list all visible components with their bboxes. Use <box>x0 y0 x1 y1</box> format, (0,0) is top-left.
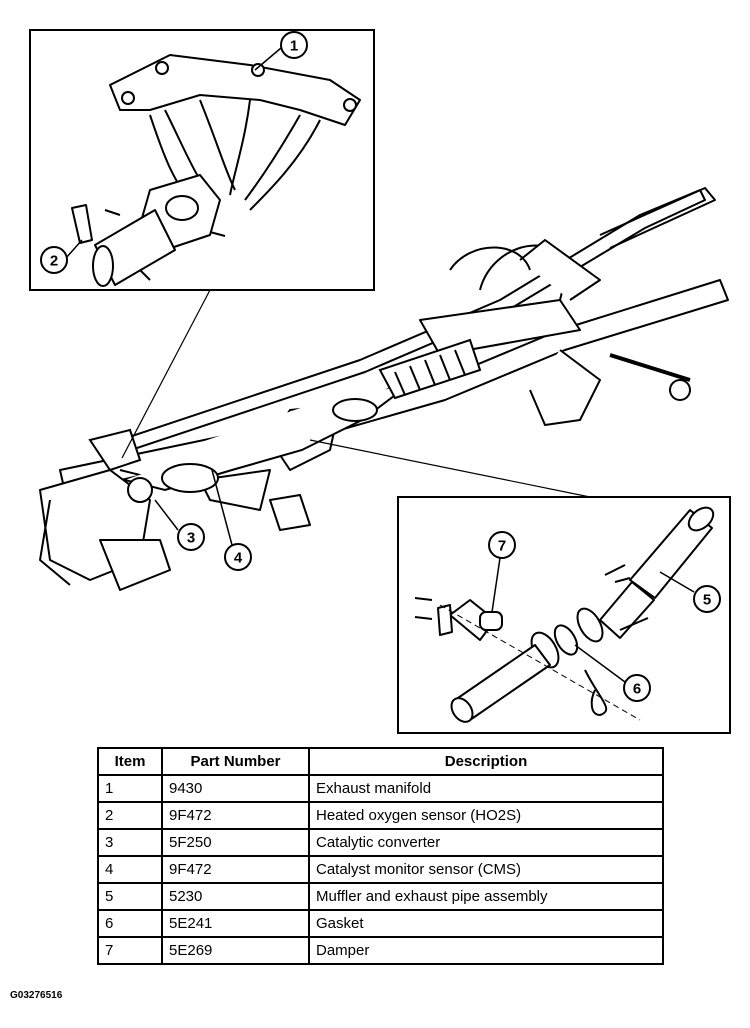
cell-part-number: 5F250 <box>161 828 310 857</box>
table-row: 5 5230 Muffler and exhaust pipe assembly <box>97 882 664 911</box>
cell-item: 7 <box>97 936 163 965</box>
table-row: 3 5F250 Catalytic converter <box>97 828 664 857</box>
figure-code: G03276516 <box>10 990 63 1001</box>
cell-part-number: 5230 <box>161 882 310 911</box>
inset-manifold: 1 2 <box>29 29 375 291</box>
callout-2: 2 <box>40 246 68 274</box>
cell-description: Heated oxygen sensor (HO2S) <box>308 801 664 830</box>
cell-item: 6 <box>97 909 163 938</box>
cell-part-number: 9F472 <box>161 801 310 830</box>
header-part-number: Part Number <box>161 747 310 776</box>
svg-text:4: 4 <box>234 550 243 567</box>
cell-part-number: 5E241 <box>161 909 310 938</box>
svg-text:5: 5 <box>703 592 711 609</box>
cell-description: Gasket <box>308 909 664 938</box>
callout-7: 7 <box>488 531 516 559</box>
callout-6: 6 <box>623 674 651 702</box>
table-row: 2 9F472 Heated oxygen sensor (HO2S) <box>97 801 664 830</box>
cell-description: Catalytic converter <box>308 828 664 857</box>
leader-inset-manifold <box>121 289 211 459</box>
table-row: 6 5E241 Gasket <box>97 909 664 938</box>
svg-text:6: 6 <box>633 681 641 698</box>
exhaust-pipe-in-vehicle <box>88 338 482 503</box>
callout-5: 5 <box>693 585 721 613</box>
header-description: Description <box>308 747 664 776</box>
callout-3: 3 <box>177 523 205 551</box>
cell-item: 2 <box>97 801 163 830</box>
cell-description: Muffler and exhaust pipe assembly <box>308 882 664 911</box>
manifold-drawing <box>71 54 361 287</box>
cell-item: 5 <box>97 882 163 911</box>
table-row: 4 9F472 Catalyst monitor sensor (CMS) <box>97 855 664 884</box>
inset-muffler-joint: 5 6 7 <box>397 496 731 734</box>
exhaust-system-diagram: 1 2 3 4 <box>29 29 731 734</box>
svg-text:1: 1 <box>290 38 298 55</box>
cell-item: 1 <box>97 774 163 803</box>
cell-part-number: 9430 <box>161 774 310 803</box>
table-row: 7 5E269 Damper <box>97 936 664 965</box>
table-header-row: Item Part Number Description <box>97 747 664 776</box>
table-row: 1 9430 Exhaust manifold <box>97 774 664 803</box>
cell-description: Exhaust manifold <box>308 774 664 803</box>
callout-1: 1 <box>280 31 308 59</box>
cell-description: Catalyst monitor sensor (CMS) <box>308 855 664 884</box>
svg-text:7: 7 <box>498 538 506 555</box>
header-item: Item <box>97 747 163 776</box>
cell-part-number: 9F472 <box>161 855 310 884</box>
svg-text:3: 3 <box>187 530 195 547</box>
svg-text:2: 2 <box>50 253 58 270</box>
cell-item: 3 <box>97 828 163 857</box>
leader-inset-muffler <box>309 439 591 498</box>
cell-part-number: 5E269 <box>161 936 310 965</box>
parts-table: Item Part Number Description 1 9430 Exha… <box>97 747 664 965</box>
cell-item: 4 <box>97 855 163 884</box>
cell-description: Damper <box>308 936 664 965</box>
callout-4: 4 <box>224 543 252 571</box>
